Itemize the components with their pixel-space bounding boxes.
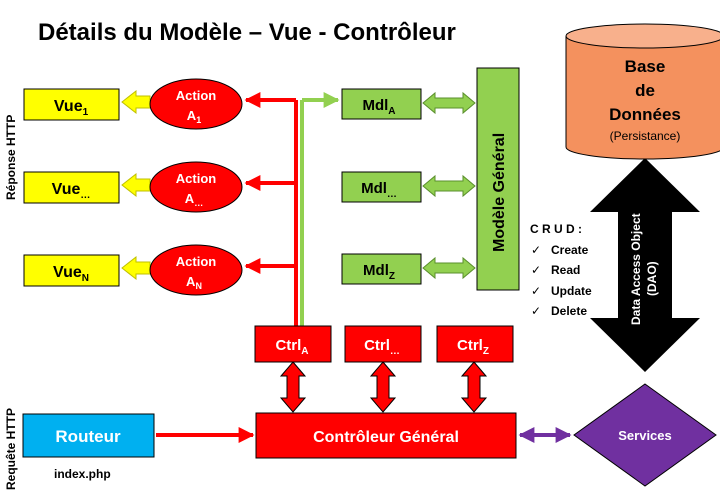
model-2-subscript: … xyxy=(387,189,397,200)
ctrl-general-arrows xyxy=(279,361,488,413)
database-cylinder: Base de Données (Persistance) xyxy=(565,23,720,160)
ctrl-general-arrow-3 xyxy=(460,361,488,413)
controller-1-label: Ctrl xyxy=(275,337,301,354)
action-ellipse-3: Action AN xyxy=(149,244,243,296)
ctrl-general-arrow-1 xyxy=(279,361,307,413)
model-box-1: MdlA xyxy=(341,88,422,120)
action-3-line1: Action xyxy=(176,254,217,269)
response-flow-lines xyxy=(244,92,298,326)
svg-text:Mdl…: Mdl… xyxy=(361,180,397,200)
action-3-label: A xyxy=(186,274,196,289)
dao-arrow xyxy=(590,158,700,372)
crud-title: C R U D : xyxy=(530,222,582,236)
model-flow-lines xyxy=(300,92,340,326)
view-2-subscript: … xyxy=(80,190,90,201)
general-model-label: Modèle Général xyxy=(491,133,508,252)
svg-text:A…: A… xyxy=(185,191,203,208)
svg-text:Vue…: Vue… xyxy=(52,181,91,201)
database-line1: Base xyxy=(625,57,666,76)
router-label: Routeur xyxy=(55,427,121,446)
svg-text:Ctrl…: Ctrl… xyxy=(364,337,400,357)
model-3-label: Mdl xyxy=(363,262,389,279)
crud-item-create: Create xyxy=(551,243,589,257)
database-line3: Données xyxy=(609,105,681,124)
services-diamond: Services xyxy=(573,383,717,487)
view-1-subscript: 1 xyxy=(83,107,89,118)
action-1-label: A xyxy=(187,108,197,123)
controller-3-label: Ctrl xyxy=(457,337,483,354)
model-3-subscript: Z xyxy=(389,271,395,282)
svg-text:VueN: VueN xyxy=(53,264,89,284)
model-general-arrows xyxy=(422,91,476,280)
crud-check-4: ✓ xyxy=(531,304,541,318)
model-1-subscript: A xyxy=(388,106,395,117)
crud-list: C R U D : ✓ Create ✓ Read ✓ Update ✓ Del… xyxy=(530,222,592,318)
model-box-3: MdlZ xyxy=(341,253,422,285)
view-action-arrow-1 xyxy=(121,89,151,115)
controller-3-subscript: Z xyxy=(483,346,489,357)
controller-box-3: CtrlZ xyxy=(436,325,514,363)
crud-check-1: ✓ xyxy=(531,243,541,257)
view-action-arrows xyxy=(121,89,151,281)
action-1-subscript: 1 xyxy=(196,115,201,125)
crud-item-read: Read xyxy=(551,263,580,277)
router-file-label: index.php xyxy=(54,467,111,481)
model-box-2: Mdl… xyxy=(341,171,422,203)
view-box-2: Vue… xyxy=(23,171,120,204)
router-box: Routeur xyxy=(22,413,155,458)
view-1-label: Vue xyxy=(54,98,83,115)
model-general-arrow-2 xyxy=(422,174,476,198)
view-box-3: VueN xyxy=(23,254,120,287)
response-http-label: Réponse HTTP xyxy=(4,115,18,200)
controller-box-1: CtrlA xyxy=(254,325,332,363)
request-http-label: Requête HTTP xyxy=(4,408,18,490)
view-2-label: Vue xyxy=(52,181,81,198)
controller-box-2: Ctrl… xyxy=(344,325,422,363)
action-2-line1: Action xyxy=(176,171,217,186)
svg-text:CtrlA: CtrlA xyxy=(275,337,308,357)
model-2-label: Mdl xyxy=(361,180,387,197)
database-line4: (Persistance) xyxy=(610,129,681,143)
svg-text:A1: A1 xyxy=(187,108,201,125)
crud-item-update: Update xyxy=(551,284,592,298)
view-action-arrow-2 xyxy=(121,172,151,198)
view-action-arrow-3 xyxy=(121,255,151,281)
view-box-1: Vue1 xyxy=(23,88,120,121)
general-model-box: Modèle Général xyxy=(476,67,520,291)
model-general-arrow-1 xyxy=(422,91,476,115)
database-line2: de xyxy=(635,81,655,100)
model-1-label: Mdl xyxy=(362,97,388,114)
view-3-label: Vue xyxy=(53,264,82,281)
controller-1-subscript: A xyxy=(301,346,308,357)
svg-text:MdlA: MdlA xyxy=(362,97,395,117)
view-3-subscript: N xyxy=(82,273,89,284)
svg-text:MdlZ: MdlZ xyxy=(363,262,395,282)
dao-label-line2: (DAO) xyxy=(645,261,659,296)
svg-text:AN: AN xyxy=(186,274,202,291)
controller-2-subscript: … xyxy=(390,346,400,357)
ctrl-general-arrow-2 xyxy=(369,361,397,413)
action-3-subscript: N xyxy=(195,281,202,291)
general-controller-label: Contrôleur Général xyxy=(313,429,459,446)
svg-text:Vue1: Vue1 xyxy=(54,98,89,118)
page-title: Détails du Modèle – Vue - Contrôleur xyxy=(38,19,456,46)
crud-item-delete: Delete xyxy=(551,304,587,318)
action-1-line1: Action xyxy=(176,88,217,103)
action-2-subscript: … xyxy=(194,198,203,208)
model-general-arrow-3 xyxy=(422,256,476,280)
crud-check-2: ✓ xyxy=(531,263,541,277)
action-ellipse-1: Action A1 xyxy=(149,78,243,130)
dao-label-line1: Data Access Object xyxy=(629,213,643,325)
svg-text:CtrlZ: CtrlZ xyxy=(457,337,489,357)
services-label: Services xyxy=(618,428,672,443)
crud-check-3: ✓ xyxy=(531,284,541,298)
controller-2-label: Ctrl xyxy=(364,337,390,354)
general-controller-box: Contrôleur Général xyxy=(255,412,517,459)
action-ellipse-2: Action A… xyxy=(149,161,243,213)
action-2-label: A xyxy=(185,191,195,206)
